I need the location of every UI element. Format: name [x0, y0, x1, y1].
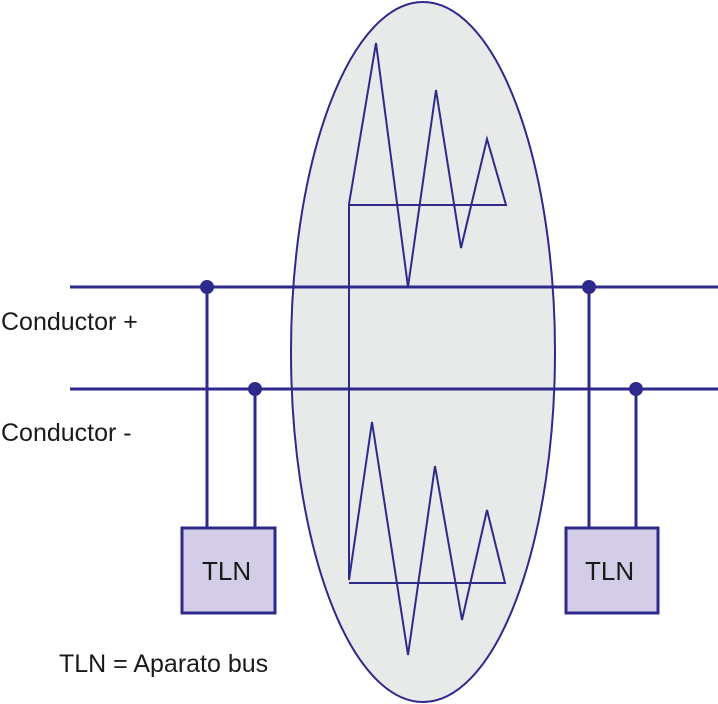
- right-junction-minus: [629, 382, 643, 396]
- lower-spike-waveform: [348, 421, 507, 656]
- device-left-label: TLN: [202, 556, 252, 586]
- device-box-right: [564, 526, 660, 615]
- conductor-plus-label: Conductor +: [1, 308, 138, 336]
- left-junction-minus: [248, 382, 262, 396]
- left-junction-plus: [200, 280, 214, 294]
- interference-zone: [290, 1, 556, 703]
- legend-label: TLN = Aparato bus: [59, 650, 269, 678]
- upper-spike-waveform: [348, 42, 508, 580]
- device-right-label: TLN: [585, 556, 635, 586]
- right-junction-plus: [582, 280, 596, 294]
- conductor-minus-label: Conductor -: [1, 419, 132, 447]
- device-box-left: [180, 526, 277, 615]
